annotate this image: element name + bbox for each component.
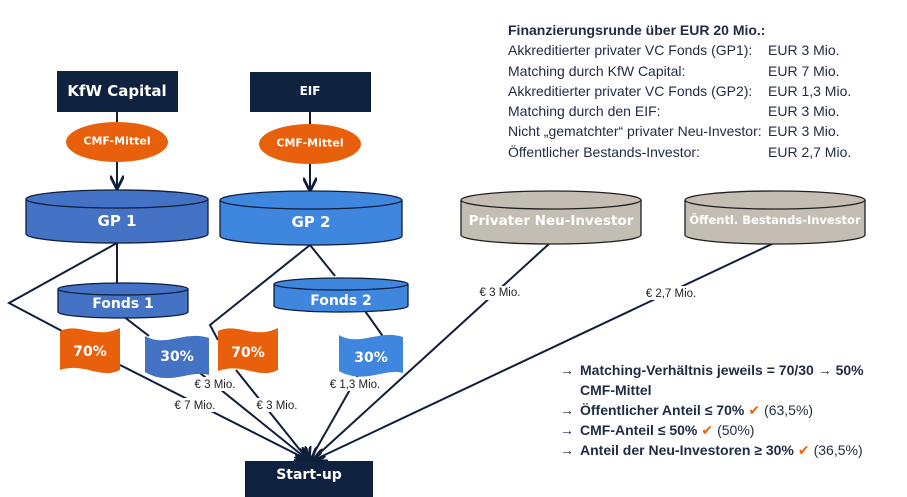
row-label: Matching durch den EIF: [508, 103, 661, 120]
kfw-label: KfW Capital [67, 82, 166, 100]
row-value: EUR 1,3 Mio. [768, 82, 852, 99]
eif-box: EIF [250, 72, 371, 112]
private-investor-label: Privater Neu-Investor [469, 213, 634, 229]
amount-gp2: € 1,3 Mio. [330, 379, 381, 391]
flag-label: 30% [160, 349, 194, 365]
line-fonds1-30 [122, 315, 150, 337]
row-value: EUR 3 Mio. [768, 123, 840, 140]
row-label: Akkreditierter privater VC Fonds (GP2): [508, 82, 753, 99]
flag-label: 70% [231, 345, 265, 361]
amount-kfw: € 7 Mio. [175, 400, 216, 412]
check-icon: ✔ [748, 402, 761, 418]
rules-notes: → Matching-Verhältnis jeweils = 70/30 → 5… [560, 360, 864, 460]
arrow-icon: → [560, 442, 574, 458]
row-value: EUR 3 Mio. [768, 42, 840, 59]
eif-label: EIF [300, 84, 321, 98]
row-value: EUR 2,7 Mio. [768, 143, 852, 160]
flow-70-2 [235, 369, 308, 460]
flag-30-fonds2: 30% [339, 334, 403, 377]
note-new-investors: → Anteil der Neu-Investoren ≥ 30%✔(36,5%) [560, 440, 864, 460]
fonds1-label: Fonds 1 [92, 296, 154, 312]
flow-70-1 [119, 364, 308, 460]
note-value: (36,5%) [813, 442, 863, 458]
row-label: Akkreditierter privater VC Fonds (GP1): [508, 42, 753, 59]
financing-title: Finanzierungsrunde über EUR 20 Mio.: [508, 22, 766, 38]
note-text: Öffentlicher Anteil ≤ 70% [580, 402, 745, 418]
arrow-icon: → [560, 422, 574, 438]
financing-summary: Finanzierungsrunde über EUR 20 Mio.: Akk… [508, 20, 851, 162]
startup-box: Start-up [245, 461, 373, 497]
startup-label: Start-up [276, 467, 342, 483]
note-public-share: → Öffentlicher Anteil ≤ 70%✔(63,5%) [560, 400, 864, 420]
financing-row: Akkreditierter privater VC Fonds (GP2): E… [508, 81, 851, 101]
gp2-label: GP 2 [292, 213, 331, 231]
financing-row: Matching durch den EIF: EUR 3 Mio. [508, 101, 851, 121]
gp2-cylinder: GP 2 [219, 190, 403, 246]
fonds2-label: Fonds 2 [310, 293, 372, 309]
row-value: EUR 7 Mio. [768, 62, 840, 79]
amount-labels: € 3 Mio. € 7 Mio. € 3 Mio. € 1,3 Mio. € … [170, 286, 700, 412]
note-text: Matching-Verhältnis jeweils = 70/30 → 50… [580, 362, 864, 378]
note-text: Anteil der Neu-Investoren ≥ 30% [580, 442, 794, 458]
public-investor-cylinder: Öffentl. Bestands-Investor [684, 190, 866, 245]
cmf-label-eif: CMF-Mittel [276, 137, 343, 150]
flag-70-fonds1: 70% [60, 328, 120, 374]
flow-private [312, 242, 551, 460]
row-label: Öffentlicher Bestands-Investor: [508, 143, 700, 160]
row-label: Nicht „gematchter“ privater Neu-Investor… [508, 123, 762, 140]
amount-private: € 3 Mio. [480, 287, 521, 299]
note-matching: → Matching-Verhältnis jeweils = 70/30 → 5… [560, 360, 864, 380]
line-gp2-fonds2 [309, 244, 336, 277]
check-icon: ✔ [797, 442, 810, 458]
cmf-ellipse-kfw: CMF-Mittel [66, 122, 168, 162]
line-gp1-70 [6, 242, 118, 332]
note-cmf-share: → CMF-Anteil ≤ 50%✔(50%) [560, 420, 864, 440]
flag-70-fonds2: 70% [218, 328, 278, 374]
row-label: Matching durch KfW Capital: [508, 62, 686, 79]
line-gp2-70 [208, 244, 311, 341]
financing-row: Nicht „gematchter“ privater Neu-Investor… [508, 121, 851, 141]
financing-row: Akkreditierter privater VC Fonds (GP1): E… [508, 40, 851, 60]
amount-eif: € 3 Mio. [257, 400, 298, 412]
flow-public [314, 242, 775, 460]
financing-row: Öffentlicher Bestands-Investor: EUR 2,7 M… [508, 142, 851, 162]
check-icon: ✔ [701, 422, 714, 438]
public-investor-label: Öffentl. Bestands-Investor [689, 212, 861, 227]
note-value: (50%) [717, 422, 755, 438]
note-matching-cont: CMF-Mittel [560, 380, 864, 400]
fonds2-cylinder: Fonds 2 [273, 277, 409, 313]
cmf-label-kfw: CMF-Mittel [83, 135, 150, 148]
arrow-icon: → [560, 402, 574, 418]
cmf-ellipse-eif: CMF-Mittel [259, 124, 361, 164]
private-investor-cylinder: Privater Neu-Investor [460, 190, 642, 245]
note-text: CMF-Anteil ≤ 50% [580, 422, 698, 438]
financing-row: Matching durch KfW Capital: EUR 7 Mio. [508, 61, 851, 81]
row-value: EUR 3 Mio. [768, 103, 840, 120]
gp1-label: GP 1 [98, 212, 137, 230]
flag-label: 30% [354, 350, 388, 366]
amount-public: € 2,7 Mio. [646, 288, 697, 300]
fonds1-cylinder: Fonds 1 [57, 282, 189, 319]
arrow-icon: → [560, 362, 574, 378]
gp1-cylinder: GP 1 [25, 189, 209, 244]
flag-30-fonds1: 30% [145, 335, 209, 379]
note-text: CMF-Mittel [580, 382, 652, 398]
amount-gp1: € 3 Mio. [195, 379, 236, 391]
kfw-capital-box: KfW Capital [57, 71, 178, 112]
note-value: (63,5%) [764, 402, 814, 418]
flag-label: 70% [73, 344, 107, 360]
